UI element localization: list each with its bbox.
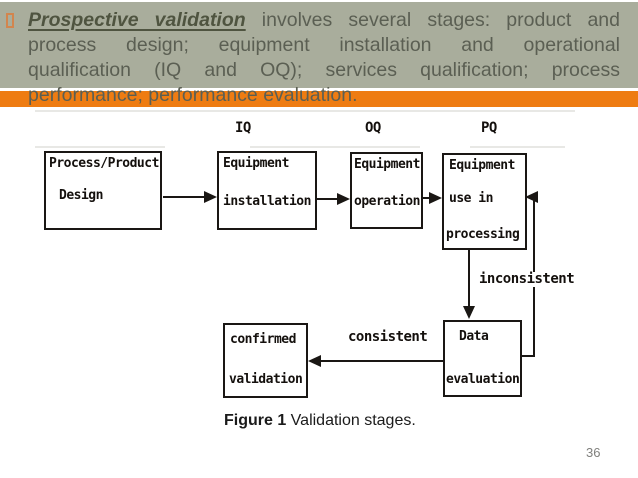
arrowhead-left-icon bbox=[308, 355, 321, 367]
arrow-data-to-confirmed bbox=[319, 360, 443, 362]
lead-term: Prospective validation bbox=[28, 9, 246, 31]
node-text: processing bbox=[446, 227, 520, 242]
node-process-product-design: Process/Product Design bbox=[44, 151, 162, 230]
paragraph-line-1-rest: involves several stages: product and bbox=[261, 9, 620, 31]
node-text: Design bbox=[59, 188, 103, 203]
edge-label-consistent: consistent bbox=[346, 329, 430, 345]
node-text: confirmed bbox=[230, 332, 296, 347]
node-equipment-installation: Equipment installation bbox=[217, 151, 317, 230]
figure-caption: Figure 1 Validation stages. bbox=[224, 412, 416, 430]
arrowhead-down-icon bbox=[463, 306, 475, 319]
node-text: Equipment bbox=[449, 158, 515, 173]
edge-label-inconsistent: inconsistent bbox=[477, 271, 577, 287]
node-text: installation bbox=[223, 194, 311, 209]
node-confirmed-validation: confirmed validation bbox=[223, 323, 308, 398]
node-text: evaluation bbox=[446, 372, 520, 387]
node-text: use in bbox=[449, 191, 493, 206]
node-text: validation bbox=[229, 372, 303, 387]
paragraph-line-3: qualification (IQ and OQ); services qual… bbox=[28, 59, 620, 81]
figure-caption-text: Validation stages. bbox=[286, 412, 416, 429]
bullet-icon bbox=[6, 13, 14, 28]
paragraph-line-2: process design; equipment installation a… bbox=[28, 34, 620, 56]
node-text: operation bbox=[354, 194, 420, 209]
figure-caption-number: Figure 1 bbox=[224, 412, 287, 429]
scan-smudge bbox=[35, 146, 165, 148]
page-number: 36 bbox=[586, 445, 601, 460]
arrowhead-right-icon bbox=[429, 192, 442, 204]
arrow-use-to-data bbox=[468, 250, 470, 308]
label-oq: OQ bbox=[365, 120, 381, 136]
label-iq: IQ bbox=[235, 120, 251, 136]
label-pq: PQ bbox=[481, 120, 497, 136]
feedback-line-bottom bbox=[522, 355, 535, 357]
node-equipment-operation: Equipment operation bbox=[350, 152, 423, 229]
header-background bbox=[0, 2, 638, 88]
scan-smudge bbox=[250, 146, 420, 148]
node-text: Equipment bbox=[354, 157, 420, 172]
paragraph-line-1: Prospective validation involves several … bbox=[28, 8, 620, 33]
accent-bar bbox=[0, 91, 638, 107]
node-equipment-use-in-processing: Equipment use in processing bbox=[442, 153, 527, 250]
scan-edge-line bbox=[35, 110, 575, 112]
node-text: Data bbox=[459, 329, 489, 344]
node-text: Process/Product bbox=[49, 156, 159, 171]
scan-smudge bbox=[470, 146, 565, 148]
bullet-paragraph: Prospective validation involves several … bbox=[28, 8, 620, 108]
arrow-installation-to-operation bbox=[317, 198, 340, 200]
paragraph-line-4: performance; performance evaluation. bbox=[28, 84, 358, 106]
node-data-evaluation: Data evaluation bbox=[443, 320, 522, 397]
arrowhead-right-icon bbox=[337, 193, 350, 205]
arrow-design-to-installation bbox=[163, 196, 207, 198]
node-text: Equipment bbox=[223, 156, 289, 171]
arrow-operation-to-use bbox=[423, 197, 432, 199]
arrowhead-left-icon bbox=[525, 191, 538, 203]
arrowhead-right-icon bbox=[204, 191, 217, 203]
